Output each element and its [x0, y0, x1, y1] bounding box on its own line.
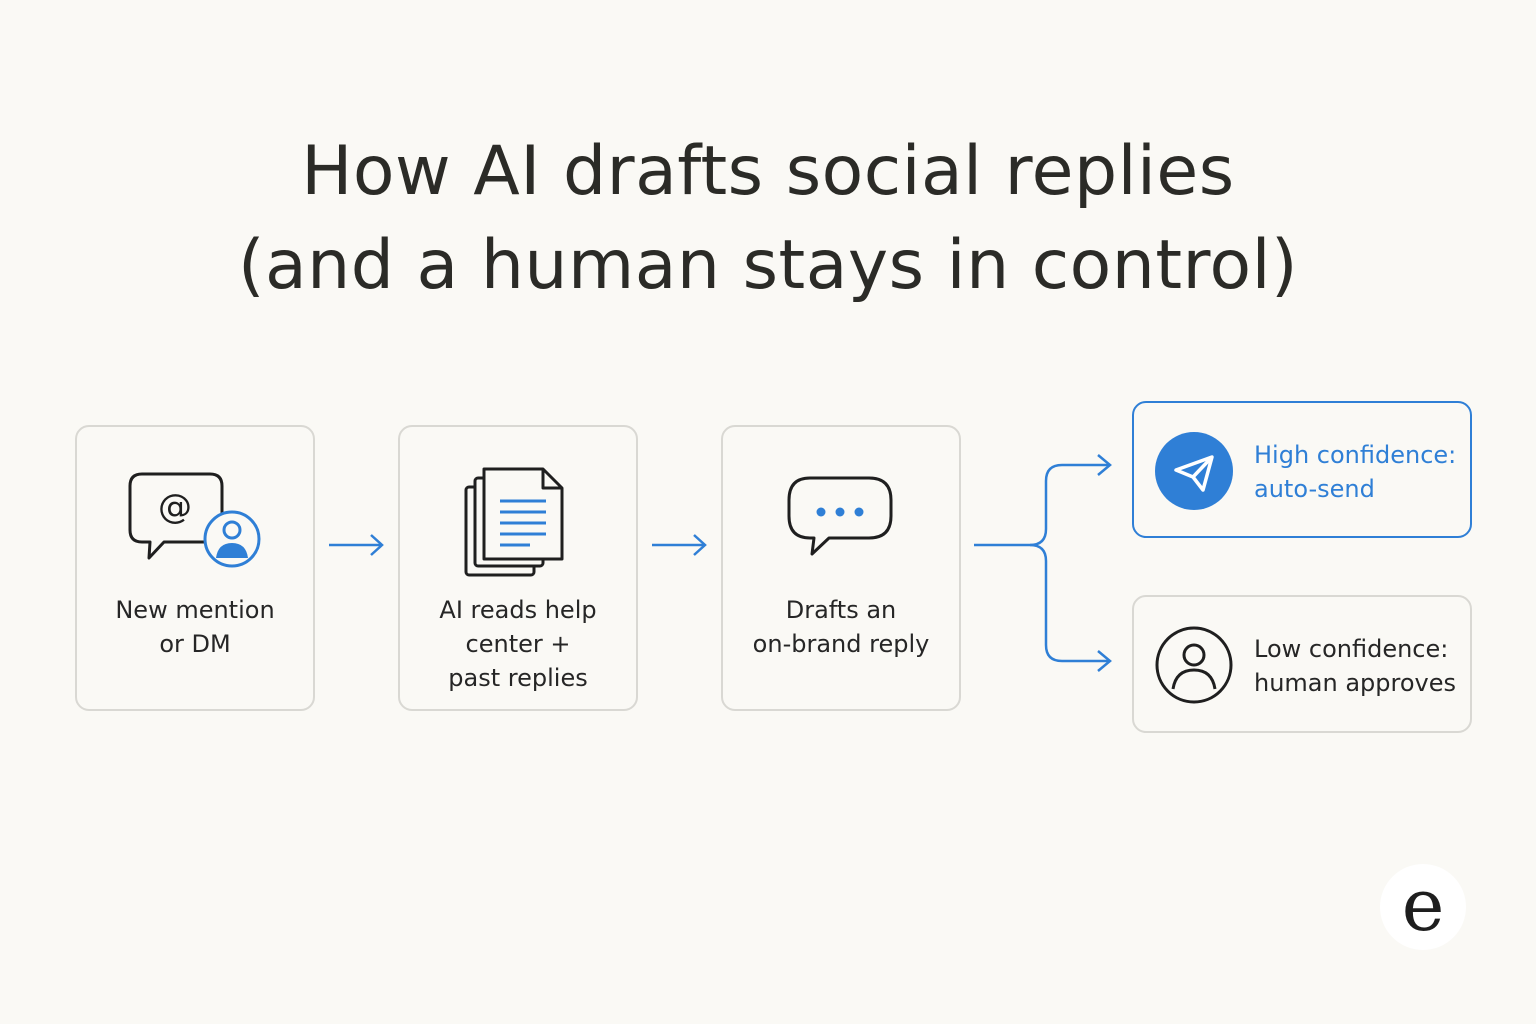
chat-bubble-icon: [787, 476, 893, 556]
step-card-new-mention: @ New mention or DM: [75, 425, 315, 711]
label-line: center +: [465, 630, 571, 658]
step-label: Drafts an on-brand reply: [723, 593, 959, 661]
mention-chat-icon: @: [128, 472, 261, 568]
label-line: on-brand reply: [752, 630, 930, 658]
brand-logo: e: [1380, 863, 1466, 950]
step-label: AI reads help center + past replies: [400, 593, 636, 695]
step-card-drafts-reply: Drafts an on-brand reply: [721, 425, 961, 711]
title-line-1: How AI drafts social replies: [301, 132, 1235, 211]
label-line: New mention: [115, 596, 275, 624]
send-icon: [1155, 432, 1233, 510]
arrow-right-icon: [329, 534, 384, 556]
label-line: AI reads help: [439, 596, 597, 624]
label-line: Drafts an: [785, 596, 897, 624]
outcome-card-low-confidence: Low confidence: human approves: [1132, 595, 1472, 733]
outcome-label: High confidence: auto-send: [1254, 438, 1468, 506]
label-line: High confidence:: [1254, 441, 1457, 469]
e-logo-icon: e: [1402, 863, 1445, 947]
logo-text: e: [1402, 864, 1445, 947]
outcome-label: Low confidence: human approves: [1254, 632, 1468, 700]
title-line-2: (and a human stays in control): [237, 226, 1299, 305]
svg-text:@: @: [158, 487, 192, 527]
outcome-card-high-confidence: High confidence: auto-send: [1132, 401, 1472, 538]
arrow-right-icon: [652, 534, 707, 556]
label-line: auto-send: [1254, 475, 1375, 503]
label-line: past replies: [448, 664, 588, 692]
label-line: or DM: [159, 630, 231, 658]
user-icon: [1155, 626, 1233, 704]
label-line: human approves: [1254, 669, 1457, 697]
step-card-ai-reads: AI reads help center + past replies: [398, 425, 638, 711]
documents-icon: [464, 467, 564, 577]
step-label: New mention or DM: [77, 593, 313, 661]
label-line: Low confidence:: [1254, 635, 1449, 663]
branch-connector: [974, 454, 1112, 672]
